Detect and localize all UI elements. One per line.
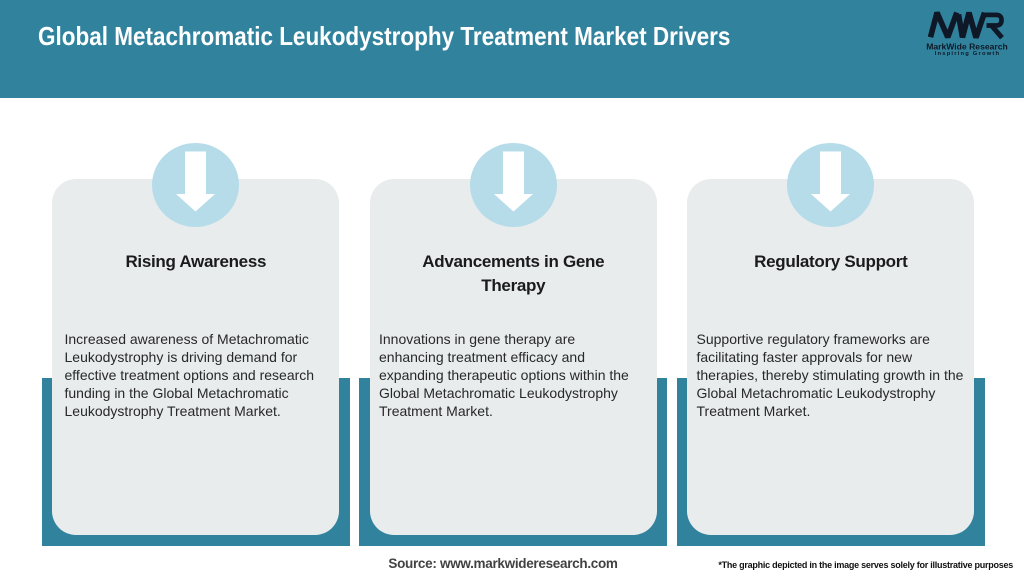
svg-text:Inspiring Growth: Inspiring Growth	[935, 51, 1001, 57]
svg-text:MarkWide Research: MarkWide Research	[926, 41, 1008, 51]
